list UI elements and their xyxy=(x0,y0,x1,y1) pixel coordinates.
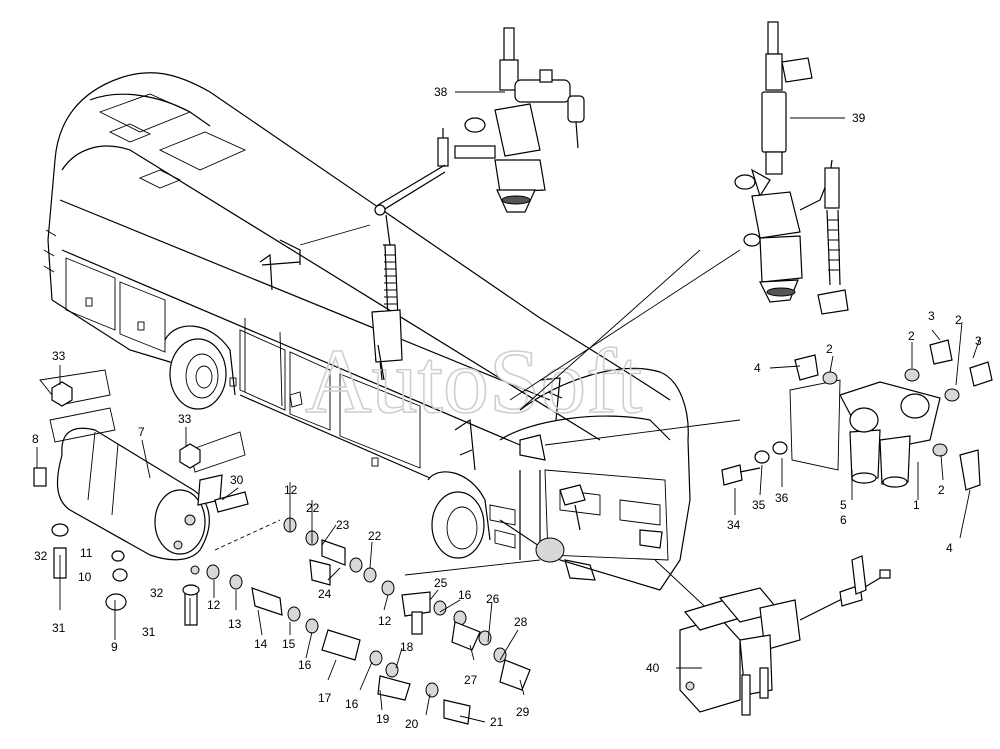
callout-35: 35 xyxy=(752,498,766,512)
callout-9: 9 xyxy=(111,640,118,654)
assembly-38-levelling-valve xyxy=(371,27,585,381)
assembly-39-levelling-valve xyxy=(734,21,849,315)
callout-2: 2 xyxy=(826,342,833,356)
callout-32: 32 xyxy=(150,586,164,600)
callout-16: 16 xyxy=(458,588,472,602)
callout-39: 39 xyxy=(852,111,866,125)
callout-24: 24 xyxy=(318,587,332,601)
callout-2: 2 xyxy=(955,313,962,327)
callout-10: 10 xyxy=(78,570,92,584)
callout-8: 8 xyxy=(32,432,39,446)
callout-leaders xyxy=(36,321,981,723)
callout-32: 32 xyxy=(34,549,48,563)
callout-30: 30 xyxy=(230,473,244,487)
callout-12: 12 xyxy=(284,483,298,497)
callout-31: 31 xyxy=(52,621,66,635)
rear-wheel xyxy=(164,325,236,410)
front-wheel xyxy=(427,471,491,559)
callout-11: 11 xyxy=(80,546,93,560)
watermark: AutoSoft xyxy=(305,330,643,432)
callout-labels: 38 39 33 33 8 7 30 32 11 10 31 9 32 31 1… xyxy=(32,85,982,731)
callout-17: 17 xyxy=(318,691,332,705)
callout-28: 28 xyxy=(514,615,528,629)
callout-7: 7 xyxy=(138,425,145,439)
callout-21: 21 xyxy=(490,715,504,729)
callout-22: 22 xyxy=(306,501,320,515)
callout-1: 1 xyxy=(913,498,920,512)
callout-16: 16 xyxy=(298,658,312,672)
callout-38: 38 xyxy=(434,85,448,99)
callout-40: 40 xyxy=(646,661,660,675)
callout-33: 33 xyxy=(178,412,192,426)
callout-18: 18 xyxy=(400,640,414,654)
callout-22: 22 xyxy=(368,529,382,543)
callout-12: 12 xyxy=(378,614,392,628)
air-receiver-7 xyxy=(33,369,249,626)
callout-5: 5 xyxy=(840,498,847,512)
pipe-fittings xyxy=(206,517,531,725)
assembly-40-solenoid-valve xyxy=(679,555,891,716)
callout-20: 20 xyxy=(405,717,419,731)
callout-23: 23 xyxy=(336,518,350,532)
callout-29: 29 xyxy=(516,705,530,719)
callout-3: 3 xyxy=(975,334,982,348)
callout-4: 4 xyxy=(946,541,953,555)
callout-27: 27 xyxy=(464,673,478,687)
callout-12: 12 xyxy=(207,598,221,612)
callout-6: 6 xyxy=(840,513,847,527)
leader-lines xyxy=(299,91,845,631)
callout-16: 16 xyxy=(345,697,359,711)
callout-13: 13 xyxy=(228,617,242,631)
callout-25: 25 xyxy=(434,576,448,590)
callout-36: 36 xyxy=(775,491,789,505)
callout-2: 2 xyxy=(908,329,915,343)
callout-34: 34 xyxy=(727,518,741,532)
callout-31: 31 xyxy=(142,625,156,639)
callout-26: 26 xyxy=(486,592,500,606)
callout-2: 2 xyxy=(938,483,945,497)
callout-15: 15 xyxy=(282,637,296,651)
callout-4: 4 xyxy=(754,361,761,375)
callout-14: 14 xyxy=(254,637,268,651)
callout-33: 33 xyxy=(52,349,66,363)
callout-3: 3 xyxy=(928,309,935,323)
callout-19: 19 xyxy=(376,712,390,726)
assembly-1-valve-block xyxy=(721,339,993,491)
bus-body xyxy=(43,72,691,591)
